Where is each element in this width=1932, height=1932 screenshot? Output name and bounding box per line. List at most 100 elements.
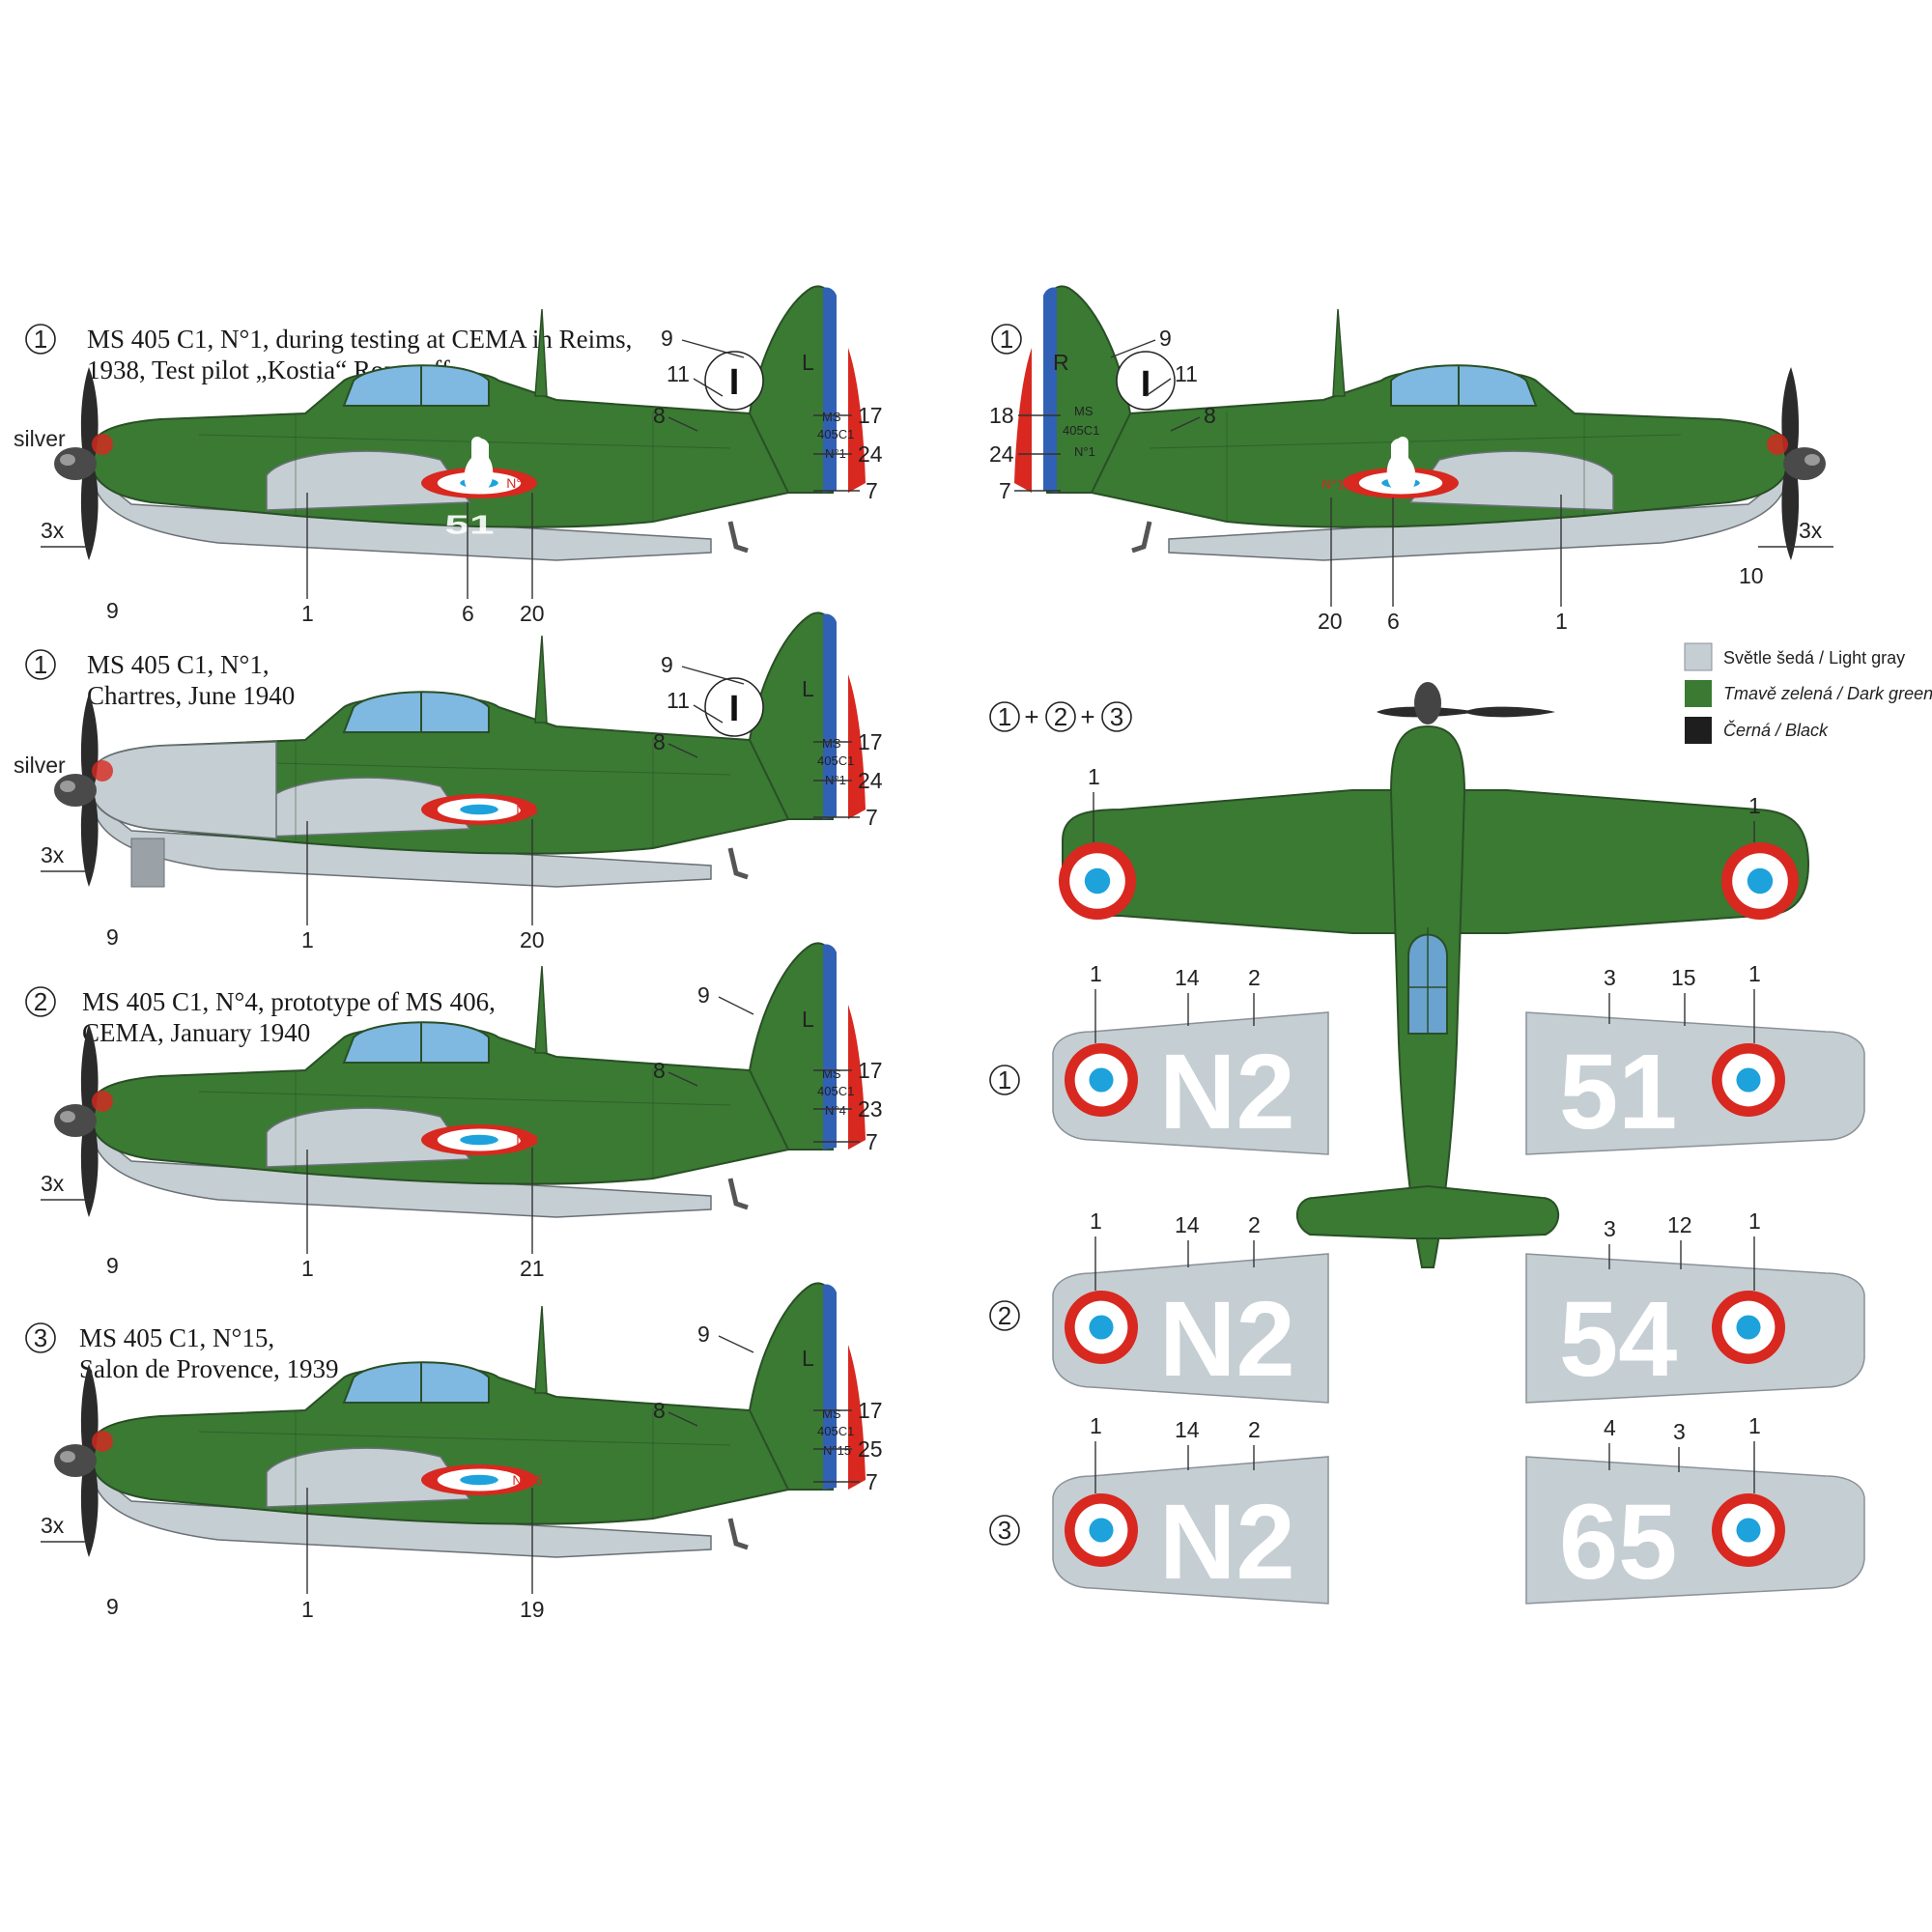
callout-18: 18: [989, 403, 1014, 428]
svg-text:+: +: [1080, 702, 1094, 731]
roundel-icon: [1065, 1493, 1138, 1567]
wing-code: 51: [444, 510, 494, 540]
callout-11: 11: [1175, 361, 1198, 386]
legend-item-black: Černá / Black: [1685, 717, 1829, 744]
fuselage-serial: N°4: [516, 1132, 539, 1148]
svg-text:3: 3: [998, 1516, 1011, 1545]
callout-17: 17: [858, 1398, 883, 1423]
profile-caption-line2: CEMA, January 1940: [82, 1018, 310, 1047]
dog-emblem-icon: [464, 437, 494, 489]
callout-1: 1: [301, 1597, 314, 1622]
color-legend: Světle šedá / Light gray Tmavě zelená / …: [1684, 642, 1932, 744]
underside-row-3: 3 N2 65 1 14 2 4 3 1: [989, 1413, 1865, 1605]
callout-3x: 3x: [41, 1513, 65, 1538]
tail-ms: MS: [822, 736, 841, 751]
profile-marker: 2: [34, 987, 47, 1016]
svg-text:1: 1: [998, 1065, 1011, 1094]
profile-marker: 1: [1000, 325, 1013, 354]
profile-3-side: 2 MS 405 C1, N°4, prototype of MS 406, C…: [25, 943, 883, 1281]
wing-code-left: N2: [1159, 1483, 1295, 1602]
svg-text:3: 3: [1110, 702, 1123, 731]
callout-3: 3: [1673, 1419, 1686, 1444]
callout-1: 1: [1748, 1413, 1761, 1438]
tail-type: 405C1: [817, 1424, 854, 1438]
callout-8: 8: [653, 1058, 666, 1083]
roundel-icon: [1712, 1043, 1785, 1117]
profile-marker: 3: [34, 1323, 47, 1352]
combo-marker: 1 + 2 + 3: [989, 701, 1132, 732]
callout-14: 14: [1175, 1212, 1200, 1237]
callout-R: R: [1053, 350, 1069, 375]
callout-9: 9: [661, 326, 673, 351]
roundel-icon: [1712, 1291, 1785, 1364]
callout-9: 9: [661, 652, 673, 677]
callout-15: 15: [1671, 965, 1696, 990]
callout-9: 9: [697, 982, 710, 1008]
callout-4: 4: [1604, 1415, 1616, 1440]
callout-1: 1: [1090, 1413, 1102, 1438]
tail-type: 405C1: [817, 753, 854, 768]
callout-20: 20: [520, 927, 545, 952]
callout-9: 9: [106, 1253, 119, 1278]
callout-24: 24: [989, 441, 1014, 467]
tail-code: I: [729, 689, 740, 729]
wing-code-right: 54: [1559, 1280, 1677, 1399]
svg-text:1: 1: [998, 702, 1011, 731]
fuselage-serial: N°15: [512, 1472, 542, 1488]
callout-11: 11: [667, 361, 690, 386]
propeller-icon: [1377, 682, 1555, 724]
callout-1: 1: [301, 927, 314, 952]
roundel-icon: [1065, 1291, 1138, 1364]
callout-3x: 3x: [41, 518, 65, 543]
tail-type: 405C1: [817, 1084, 854, 1098]
profile-4-side: 3 MS 405 C1, N°15, Salon de Provence, 19…: [25, 1283, 883, 1622]
callout-1: 1: [1090, 1208, 1102, 1234]
legend-item-dark-green: Tmavě zelená / Dark green: [1685, 680, 1932, 707]
callout-7: 7: [866, 805, 878, 830]
svg-text:Světle šedá / Light gray: Světle šedá / Light gray: [1723, 648, 1905, 668]
roundel-icon: [1059, 842, 1136, 920]
callout-1: 1: [1748, 793, 1761, 818]
svg-text:2: 2: [998, 1301, 1011, 1330]
callout-2: 2: [1248, 1417, 1261, 1442]
underside-row-2: 2 N2 54 1 14 2 3 12 1: [989, 1208, 1865, 1404]
callout-7: 7: [866, 1129, 878, 1154]
fuselage-serial: N°1: [1321, 476, 1345, 492]
profile-caption-line2: Salon de Provence, 1939: [79, 1354, 338, 1383]
callout-3: 3: [1604, 965, 1616, 990]
callout-23: 23: [858, 1096, 883, 1122]
callout-21: 21: [520, 1256, 545, 1281]
svg-text:+: +: [1024, 702, 1038, 731]
callout-20: 20: [1318, 609, 1343, 634]
underside-wings: 1 N2 51 1 14 2 3 15 1 2 N2: [989, 961, 1865, 1605]
callout-8: 8: [653, 403, 666, 428]
tail-serial: N°1: [1074, 444, 1095, 459]
tail-ms: MS: [1074, 404, 1094, 418]
callout-8: 8: [653, 1398, 666, 1423]
callout-3: 3: [1604, 1216, 1616, 1241]
callout-24: 24: [858, 441, 883, 467]
wing-code-right: 65: [1559, 1483, 1677, 1602]
label-silver: silver: [14, 426, 66, 451]
callout-17: 17: [858, 403, 883, 428]
roundel-icon: [1712, 1493, 1785, 1567]
roundel-icon: [1721, 842, 1799, 920]
profile-caption-line1: MS 405 C1, N°15,: [79, 1323, 274, 1352]
callout-7: 7: [866, 478, 878, 503]
callout-2: 2: [1248, 965, 1261, 990]
profile-2-side: 1 MS 405 C1, N°1, Chartres, June 1940 I …: [14, 612, 883, 952]
wing-code-left: N2: [1159, 1033, 1295, 1151]
tail-code: I: [1141, 364, 1151, 405]
callout-25: 25: [858, 1436, 883, 1462]
top-view: 1 + 2 + 3 1 1: [989, 682, 1810, 1268]
wing-code-left: N2: [1159, 1280, 1295, 1399]
callout-7: 7: [999, 478, 1011, 503]
legend-item-light-gray: Světle šedá / Light gray: [1684, 642, 1905, 671]
callout-17: 17: [858, 729, 883, 754]
profile-caption-line1: MS 405 C1, N°4, prototype of MS 406,: [82, 987, 496, 1016]
callout-L: L: [802, 1007, 814, 1032]
tail-serial: N°4: [825, 1103, 846, 1118]
callout-2: 2: [1248, 1212, 1261, 1237]
svg-text:Černá / Black: Černá / Black: [1723, 720, 1829, 740]
